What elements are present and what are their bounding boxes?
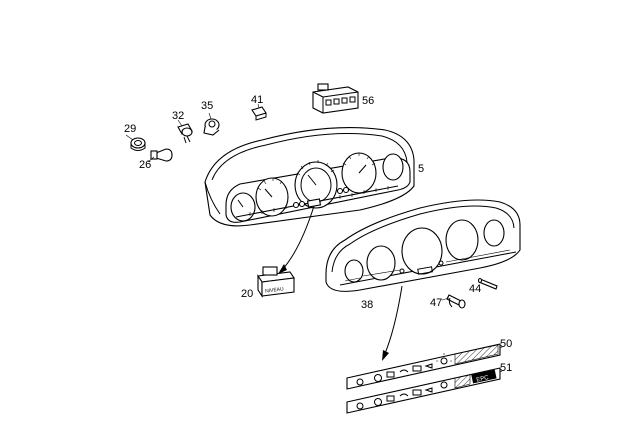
callout-56: 56 [362,95,374,107]
callout-35: 35 [201,100,213,112]
part-32-lamp-holder [177,119,193,144]
callout-29: 29 [124,123,136,135]
callout-51: 51 [500,362,512,374]
part-56-connector [312,83,359,114]
callout-20: 20 [241,288,253,300]
callout-44: 44 [469,283,481,295]
part-5-instrument-cluster [204,127,415,227]
part-51-indicator-strip: EPC [346,367,505,414]
callout-32: 32 [172,110,184,122]
part-47-light-guide [441,294,466,309]
callout-38: 38 [361,299,373,311]
callout-47: 47 [430,297,442,309]
part-50-indicator-strip [346,343,505,390]
switch-label-text: NIVEAU [265,286,285,294]
callout-41: 41 [251,94,263,106]
part-41-clip [251,103,267,121]
connection-arrow-strip [382,285,403,361]
part-20-switch: NIVEAU [257,266,295,298]
callout-50: 50 [500,338,512,350]
strip-label-text: EPC [476,375,490,384]
connection-arrow-switch [278,205,315,274]
part-29-bulb-socket [125,134,146,151]
part-35-bulb-holder [203,112,220,136]
callout-26: 26 [139,159,151,171]
part-44-rod [477,277,498,290]
part-26-bulb [147,148,173,163]
part-38-face-plate [325,199,521,292]
callout-5: 5 [418,163,424,175]
